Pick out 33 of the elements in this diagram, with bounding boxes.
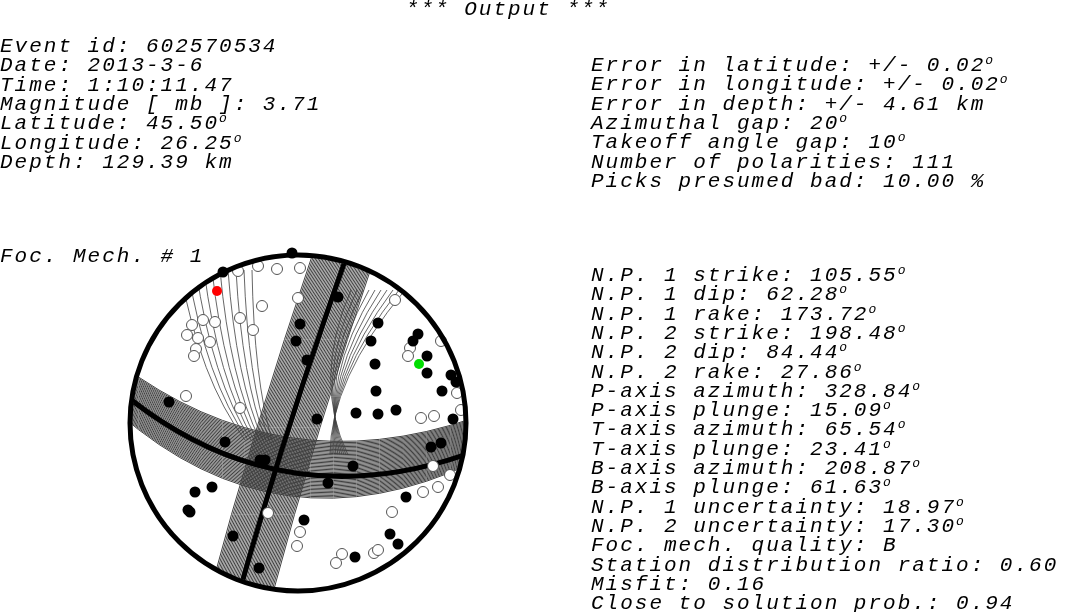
error-info-text: Azimuthal gap: 20$^{o}$ (591, 113, 850, 133)
mechanism-parameter-text: N.P. 2 uncertainty: 17.30$^{o}$ (591, 516, 966, 536)
mechanism-parameter-text: N.P. 2 dip: 84.44$^{o}$ (591, 343, 850, 363)
event-info-text: Magnitude [ mb ]: 3.71 (0, 94, 322, 114)
mechanism-parameter-text: T-axis azimuth: 65.54$^{o}$ (591, 420, 908, 440)
title: *** Output *** (404, 0, 612, 19)
mechanism-parameter-text: N.P. 1 uncertainty: 18.97$^{o}$ (591, 497, 966, 517)
mechanism-parameter-text: T-axis plunge: 23.41$^{o}$ (591, 439, 893, 459)
event-info-text: Time: 1:10:11.47 (0, 75, 234, 95)
mechanism-parameter-text: N.P. 2 strike: 198.48$^{o}$ (591, 323, 908, 343)
event-info-text: Longitude: 26.25$^{o}$ (0, 133, 244, 153)
mechanism-parameter-text: N.P. 1 strike: 105.55$^{o}$ (591, 266, 908, 285)
error-info-text: Error in longitude: +/- 0.02$^{o}$ (591, 75, 1010, 95)
event-info-text: Latitude: 45.50$^{o}$ (0, 114, 229, 134)
mechanism-parameter-text: Foc. mech. quality: B (591, 536, 898, 556)
error-info-text: Error in latitude: +/- 0.02$^{o}$ (591, 56, 996, 75)
mechanism-parameter-text: B-axis azimuth: 208.87$^{o}$ (591, 459, 923, 478)
mechanism-parameter-text: B-axis plunge: 61.63$^{o}$ (591, 478, 893, 498)
event-info-text: Event id: 602570534 (0, 37, 278, 56)
mechanism-parameter-text: N.P. 1 rake: 173.72$^{o}$ (591, 304, 879, 324)
error-info-text: Picks presumed bad: 10.00 % (591, 171, 986, 191)
event-info-text: Depth: 129.39 km (0, 152, 234, 172)
mechanism-parameter-text: Station distribution ratio: 0.60 (591, 555, 1059, 575)
error-info-text: Error in depth: +/- 4.61 km (591, 94, 986, 114)
mechanism-heading: Foc. Mech. # 1 (0, 247, 205, 266)
mechanism-parameter-text: N.P. 2 rake: 27.86$^{o}$ (591, 362, 864, 382)
mechanism-parameter-text: P-axis azimuth: 328.84$^{o}$ (591, 381, 923, 401)
mechanism-parameter-text: Misfit: 0.16 (591, 574, 767, 594)
error-info-text: Number of polarities: 111 (591, 152, 957, 172)
error-info-text: Takeoff angle gap: 10$^{o}$ (591, 133, 908, 153)
mechanism-parameter-text: P-axis plunge: 15.09$^{o}$ (591, 401, 893, 421)
mechanism-parameter-text: N.P. 1 dip: 62.28$^{o}$ (591, 285, 850, 305)
event-info-text: Date: 2013-3-6 (0, 56, 205, 76)
